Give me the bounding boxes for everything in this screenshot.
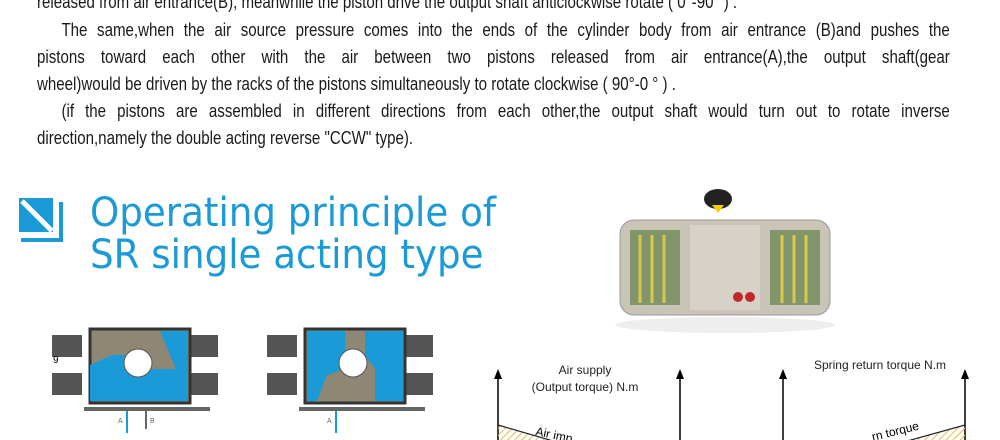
paragraph-ccw-note: (if the pistons are assembled in differe… [37, 97, 950, 151]
air-curve-label: Air imp [534, 424, 574, 440]
title-line-2: SR single acting type [90, 232, 484, 278]
text-line: released from air entrance(B), meanwhile… [37, 0, 738, 12]
diagram-state-1: 9 A B [50, 327, 220, 433]
label-b: B [150, 418, 155, 425]
section-marker-icon [19, 198, 63, 242]
title-line-1: Operating principle of [90, 190, 496, 236]
label-a: A [327, 418, 332, 425]
body-text-continued: released from air entrance(B), meanwhile… [37, 0, 950, 15]
label-a: A [118, 418, 123, 425]
spring-curve-label: rn torque [870, 419, 920, 440]
text-line: pistons toward each other with the air b… [37, 46, 950, 67]
diagram-state-2: A [267, 327, 433, 433]
air-supply-title-2: (Output torque) N.m [531, 380, 639, 394]
text-line: direction,namely the double acting rever… [37, 127, 414, 148]
text-line: (if the pistons are assembled in differe… [61, 100, 950, 121]
actuator-product-image [615, 189, 835, 333]
text-line: The same,when the air source pressure co… [61, 19, 950, 40]
label-9: 9 [53, 355, 59, 366]
text-line: wheel)would be driven by the racks of th… [37, 73, 676, 94]
spring-return-title: Spring return torque N.m [813, 358, 947, 372]
section-title: Operating principle of SR single acting … [90, 192, 496, 276]
torque-charts: Air imp rn torque [494, 369, 969, 440]
air-supply-title: Air supply (Output torque) N.m [510, 362, 660, 396]
paragraph-cw-rotation: The same,when the air source pressure co… [37, 16, 950, 97]
air-supply-title-1: Air supply [558, 363, 612, 377]
